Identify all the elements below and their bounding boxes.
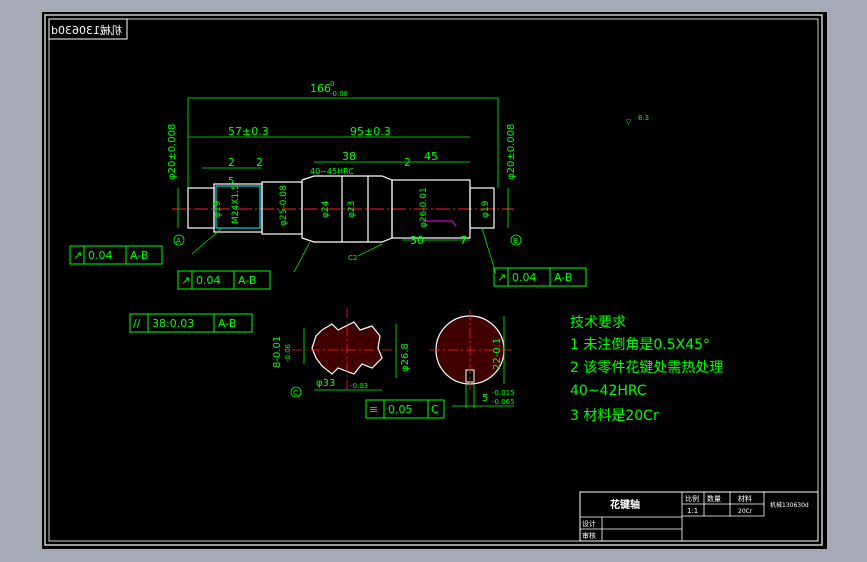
dim-chamfer: C2 bbox=[348, 254, 357, 262]
svg-text:▽: ▽ bbox=[626, 118, 632, 126]
key-depth: 22-0.1 bbox=[492, 338, 503, 370]
title-qty-label: 数量 bbox=[707, 494, 721, 503]
dim-total-length-tol-lower: -0.08 bbox=[330, 90, 348, 98]
runout-frame-mid: ↗ 0.04 A-B bbox=[177, 270, 271, 290]
svg-text:C: C bbox=[293, 389, 298, 397]
roughness-general: ▽ 6.3 bbox=[626, 114, 649, 126]
cad-drawing-sheet: 机械130630d bbox=[42, 12, 827, 549]
dim-thread: M24X1.5 bbox=[231, 184, 241, 224]
key-tol-upper: -0.015 bbox=[492, 389, 515, 397]
dim-7: 7 bbox=[460, 234, 467, 247]
title-designer-label: 设计 bbox=[582, 519, 596, 528]
key-section: 22-0.1 5 -0.015 -0.065 bbox=[430, 310, 515, 408]
title-ratio-label: 比例 bbox=[685, 494, 699, 503]
dim-dia20-left: φ20±0.008 bbox=[167, 124, 178, 180]
dim-57: 57±0.3 bbox=[228, 125, 269, 138]
title-material-value: 20Cr bbox=[738, 508, 753, 515]
svg-text:≡: ≡ bbox=[369, 403, 378, 416]
tech-line-1: 1 未注倒角是0.5X45° bbox=[570, 337, 710, 353]
drawing-number-box: 机械130630d bbox=[48, 18, 128, 40]
svg-text:↗: ↗ bbox=[181, 274, 190, 287]
dim-45: 45 bbox=[424, 150, 438, 163]
title-part-name: 花键轴 bbox=[610, 498, 640, 511]
svg-text:A-B: A-B bbox=[554, 271, 572, 284]
key-tol-lower: -0.065 bbox=[492, 398, 515, 406]
dim-dia20-right: φ20±0.008 bbox=[506, 124, 517, 180]
svg-text:↗: ↗ bbox=[497, 271, 506, 284]
spline-section: 8-0.01 -0.06 φ33 -0.03 φ26.8 C bbox=[272, 308, 411, 398]
title-drawing-no: 机械130630d bbox=[770, 501, 809, 509]
dim-dia23: φ23 bbox=[347, 201, 357, 218]
svg-text:6.3: 6.3 bbox=[638, 114, 649, 122]
svg-text:38:0.03: 38:0.03 bbox=[152, 317, 194, 330]
key-slot bbox=[422, 220, 457, 227]
dim-dia24: φ24 bbox=[321, 200, 331, 218]
svg-text:0.04: 0.04 bbox=[196, 274, 221, 287]
title-checker-label: 审核 bbox=[582, 531, 596, 540]
dim-dia25: φ25-0.08 bbox=[279, 185, 289, 226]
svg-text:A: A bbox=[176, 237, 181, 245]
title-ratio-value: 1:1 bbox=[687, 507, 698, 515]
spline-inner-dia: φ26.8 bbox=[400, 343, 411, 372]
tech-line-4: 3 材料是20Cr bbox=[570, 408, 659, 424]
title-block: 花键轴 比例 数量 材料 机械130630d 1:1 20Cr 设计 审核 bbox=[579, 491, 819, 542]
spline-width-lower: -0.06 bbox=[284, 343, 292, 362]
technical-requirements: 技术要求 1 未注倒角是0.5X45° 2 该零件花键处需热处理 40~42HR… bbox=[570, 315, 723, 424]
spline-outer-dia: φ33 bbox=[316, 378, 335, 389]
drawing-number-mirrored: 机械130630d bbox=[51, 23, 122, 37]
key-width: 5 bbox=[482, 393, 488, 404]
outer-frame bbox=[44, 14, 823, 546]
dim-5: 5 bbox=[228, 176, 234, 187]
spline-width: 8-0.01 bbox=[272, 336, 283, 368]
dim-2a: 2 bbox=[228, 156, 235, 169]
datum-c-marker: C bbox=[290, 386, 302, 398]
dim-dia26: φ26-0.01 bbox=[419, 187, 429, 228]
runout-frame-left: ↗ 0.04 A-B bbox=[69, 245, 163, 265]
dimension-lines bbox=[177, 97, 509, 241]
thread-region bbox=[215, 185, 261, 229]
spline-outer-tol: -0.03 bbox=[350, 382, 368, 390]
tech-title: 技术要求 bbox=[570, 315, 626, 331]
svg-text:A-B: A-B bbox=[218, 317, 236, 330]
svg-text:B: B bbox=[513, 237, 518, 245]
dim-total-length: 166 bbox=[310, 82, 331, 95]
svg-text:↗: ↗ bbox=[73, 249, 82, 262]
svg-text:A-B: A-B bbox=[130, 249, 148, 262]
leader-lines bbox=[191, 227, 497, 275]
runout-frame-right: ↗ 0.04 A-B bbox=[493, 267, 587, 287]
inner-frame bbox=[48, 18, 819, 542]
dim-dia19-left: φ19 bbox=[213, 200, 223, 218]
datum-a-marker: A bbox=[173, 234, 185, 246]
svg-text:0.05: 0.05 bbox=[388, 403, 413, 416]
svg-text:0.04: 0.04 bbox=[88, 249, 113, 262]
dim-30: 30 bbox=[410, 234, 424, 247]
cad-drawing: 机械130630d bbox=[44, 14, 823, 546]
dim-hrc-note: 40~45HRC bbox=[310, 167, 354, 176]
svg-text:A-B: A-B bbox=[238, 274, 256, 287]
svg-text://: // bbox=[133, 317, 141, 330]
dim-dia19-right: φ19 bbox=[481, 200, 491, 218]
tech-line-2: 2 该零件花键处需热处理 bbox=[570, 360, 723, 376]
dim-95: 95±0.3 bbox=[350, 125, 391, 138]
datum-b-marker: B bbox=[510, 234, 522, 246]
symmetry-frame: ≡ 0.05 C bbox=[365, 399, 445, 419]
tech-line-3: 40~42HRC bbox=[570, 383, 647, 399]
parallel-frame: // 38:0.03 A-B bbox=[129, 313, 253, 333]
dim-2b: 2 bbox=[256, 156, 263, 169]
svg-text:C: C bbox=[431, 403, 439, 416]
title-material-label: 材料 bbox=[738, 494, 752, 503]
dim-total-length-tol-upper: 0 bbox=[330, 80, 334, 88]
shaft-main-view: 166 0 -0.08 57±0.3 95±0.3 38 45 2 2 2 5 … bbox=[167, 80, 522, 275]
dim-2c: 2 bbox=[404, 156, 411, 169]
svg-text:0.04: 0.04 bbox=[512, 271, 537, 284]
dim-38: 38 bbox=[342, 150, 356, 163]
